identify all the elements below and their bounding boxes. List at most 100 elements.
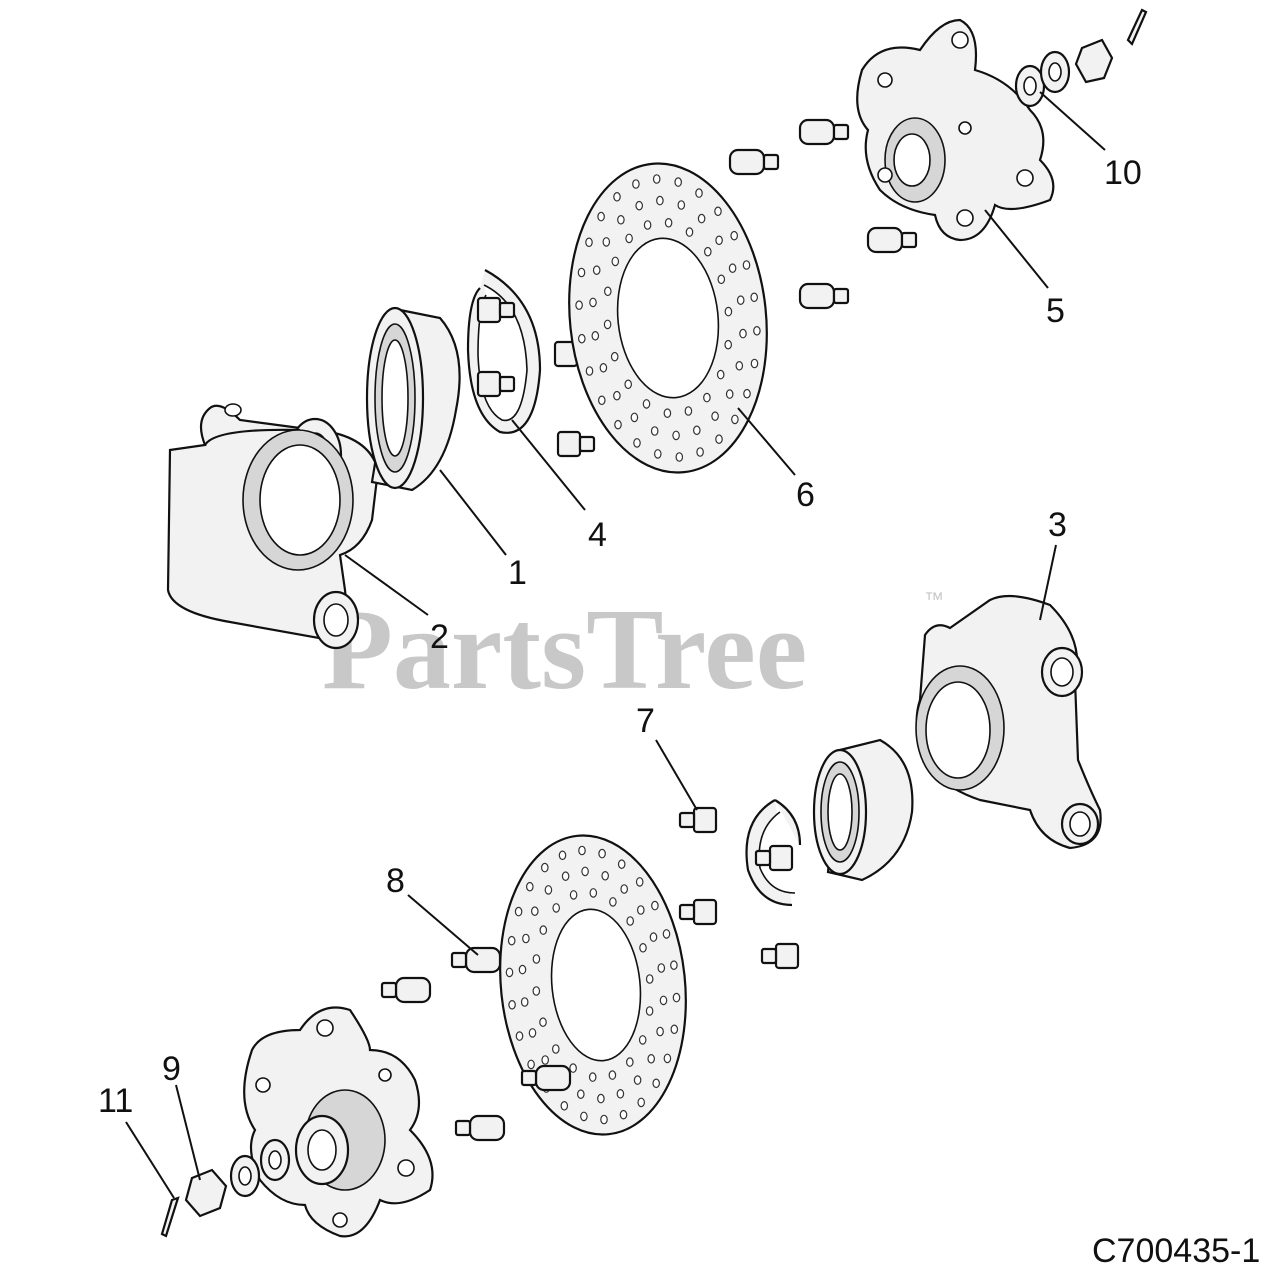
disc-hole	[520, 997, 529, 1007]
disc-hole	[703, 392, 711, 403]
disc-hole	[597, 395, 606, 406]
disc-hole	[725, 389, 734, 399]
disc-hole	[649, 932, 658, 942]
disc-hole	[750, 292, 759, 303]
stud-lower-b	[380, 976, 432, 1004]
disc-hole	[696, 447, 704, 457]
brake-disc-lower-holes	[505, 845, 681, 1125]
disc-hole	[703, 246, 712, 257]
leader-lines	[125, 91, 1106, 1199]
callout-6: 6	[796, 476, 815, 514]
disc-hole	[670, 960, 678, 970]
disc-hole	[619, 1109, 628, 1120]
disc-hole	[609, 897, 617, 907]
disc-hole	[610, 351, 619, 362]
disc-hole	[592, 265, 601, 275]
disc-hole	[518, 964, 527, 975]
disc-hole	[643, 220, 652, 230]
part-10-washers-nut-upper	[1014, 8, 1148, 108]
disc-hole	[663, 1053, 672, 1064]
leader-3	[1039, 544, 1057, 621]
disc-hole	[633, 438, 641, 448]
stud-8	[450, 946, 502, 974]
callout-3: 3	[1048, 506, 1067, 544]
disc-hole	[630, 412, 639, 423]
disc-hole	[598, 848, 606, 859]
disc-hole	[585, 366, 594, 376]
disc-hole	[539, 925, 548, 935]
leader-7	[655, 739, 698, 811]
disc-hole	[530, 906, 539, 916]
bolts-upper-small	[476, 296, 596, 458]
disc-hole	[600, 1114, 608, 1125]
disc-hole	[540, 862, 549, 873]
disc-hole	[561, 871, 570, 881]
disc-hole	[616, 1089, 625, 1099]
disc-hole	[730, 230, 739, 241]
disc-hole	[558, 850, 567, 861]
leader-1	[439, 469, 507, 556]
disc-hole	[597, 1093, 605, 1104]
stud-lower-d	[454, 1114, 506, 1142]
disc-hole	[637, 1097, 646, 1108]
disc-hole	[739, 328, 747, 339]
disc-hole	[575, 300, 583, 310]
disc-hole	[617, 859, 626, 869]
disc-hole	[724, 339, 733, 350]
disc-hole	[577, 333, 586, 344]
disc-hole	[569, 890, 578, 900]
bolt-upper-d	[556, 430, 596, 458]
stud-lower-c	[520, 1064, 572, 1092]
disc-hole	[591, 330, 600, 341]
disc-hole	[753, 325, 761, 336]
callout-2: 2	[430, 618, 449, 656]
disc-hole	[656, 1026, 664, 1037]
part-5-wheel-hub-upper	[856, 18, 1055, 242]
disc-hole	[711, 411, 719, 421]
disc-hole	[685, 227, 694, 237]
stud-upper-c	[866, 226, 918, 254]
disc-hole	[659, 995, 668, 1006]
disc-hole	[670, 1024, 679, 1035]
disc-hole	[743, 388, 751, 399]
bolt-lower-b	[754, 844, 794, 872]
leader-10	[1039, 91, 1106, 151]
watermark-trademark: ™	[924, 589, 944, 611]
leader-5	[984, 209, 1049, 289]
disc-hole	[657, 963, 666, 973]
disc-hole	[589, 888, 598, 898]
disc-hole	[614, 419, 622, 430]
disc-hole	[632, 179, 640, 189]
part-6-brake-disc-upper	[568, 162, 768, 474]
disc-hole	[522, 933, 530, 944]
disc-hole	[633, 1075, 642, 1085]
disc-hole	[585, 237, 593, 248]
disc-hole	[560, 1101, 569, 1111]
disc-hole	[613, 192, 621, 202]
disc-hole	[635, 200, 644, 211]
disc-hole	[653, 449, 662, 459]
disc-hole	[715, 434, 723, 444]
disc-hole	[625, 1057, 634, 1067]
callout-1: 1	[508, 554, 527, 592]
disc-hole	[736, 295, 745, 305]
disc-hole	[525, 881, 534, 892]
disc-hole	[672, 992, 681, 1003]
leader-4	[511, 419, 586, 511]
disc-hole	[576, 1089, 585, 1099]
disc-hole	[672, 430, 680, 441]
bolt-upper-a	[476, 296, 516, 324]
stud-upper-a	[728, 148, 780, 176]
disc-hole	[539, 1017, 547, 1027]
disc-hole	[608, 1070, 617, 1080]
disc-hole	[642, 399, 651, 409]
disc-hole	[742, 260, 751, 270]
disc-hole	[514, 906, 523, 917]
bolt-upper-c	[476, 370, 516, 398]
disc-hole	[714, 206, 722, 217]
disc-hole	[728, 263, 737, 273]
callout-4: 4	[588, 516, 607, 554]
callout-numbers: 1 2 3 4 5 6 7 8 9 10 11	[98, 154, 1142, 1120]
disc-hole	[613, 390, 621, 401]
wheel-hub-lower	[243, 1006, 434, 1238]
